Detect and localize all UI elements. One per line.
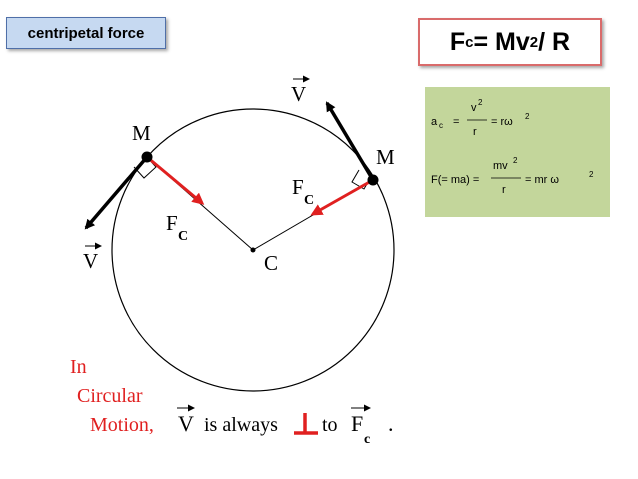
- caption-f-sub: c: [364, 432, 370, 447]
- caption-mid: is always: [204, 414, 278, 436]
- eq1-lhs-sub: c: [439, 121, 443, 130]
- topic-label: centripetal force: [6, 17, 166, 49]
- circular-path: [111, 108, 395, 392]
- eq1-equals-sign: =: [453, 116, 459, 128]
- topic-label-text: centripetal force: [27, 24, 145, 42]
- formula-rest: / R: [538, 27, 571, 56]
- caption-period: .: [388, 411, 394, 436]
- formula-lhs-sub: c: [465, 33, 474, 51]
- eq1-rhs: = rω: [491, 116, 513, 128]
- velocity-arrow-right: [325, 101, 375, 181]
- eq2-rhs: = mr ω: [525, 174, 559, 186]
- eq1-denominator: r: [473, 126, 477, 138]
- mass-label-right: M: [376, 145, 395, 169]
- perpendicular-symbol: [294, 413, 318, 435]
- eq2-rhs-sup: 2: [589, 170, 594, 179]
- force-arrow-left: [146, 155, 205, 205]
- mass-left: [141, 151, 153, 163]
- mass-right: [367, 174, 379, 186]
- eq1-numerator-sup: 2: [478, 98, 483, 107]
- caption-line3: Motion,: [90, 414, 154, 436]
- eq1-numerator: v: [471, 102, 477, 114]
- formula-sup: 2: [529, 33, 539, 51]
- velocity-label-right: V: [291, 82, 306, 106]
- equations-panel: a c = v 2 r = rω 2 F(= ma) = mv 2 r = mr…: [425, 87, 610, 217]
- force-label-right: F: [292, 175, 304, 199]
- velocity-label-left: V: [83, 249, 98, 273]
- center-point: [250, 247, 256, 253]
- eq2-numerator-sup: 2: [513, 156, 518, 165]
- formula-eq: = Mv: [473, 27, 530, 56]
- caption-to: to: [322, 414, 338, 436]
- caption: In Circular Motion, V is always to F c .: [70, 356, 394, 447]
- caption-line2: Circular: [77, 385, 143, 407]
- caption-v: V: [178, 411, 194, 436]
- velocity-arrow-left: [84, 155, 149, 230]
- equations-svg: a c = v 2 r = rω 2 F(= ma) = mv 2 r = mr…: [431, 98, 594, 196]
- eq2-denominator: r: [502, 184, 506, 196]
- formula-lhs: F: [449, 27, 466, 56]
- eq1-lhs: a: [431, 116, 438, 128]
- center-label: C: [264, 251, 278, 275]
- eq2-lhs: F(= ma) =: [431, 174, 479, 186]
- force-arrow-right: [310, 178, 374, 216]
- caption-f: F: [351, 411, 363, 436]
- force-label-left-sub: C: [178, 229, 188, 244]
- caption-line1: In: [70, 356, 87, 378]
- eq2-numerator: mv: [493, 160, 508, 172]
- mass-label-left: M: [132, 121, 151, 145]
- force-label-left: F: [166, 211, 178, 235]
- force-label-right-sub: C: [304, 193, 314, 208]
- eq1-rhs-sup: 2: [525, 112, 530, 121]
